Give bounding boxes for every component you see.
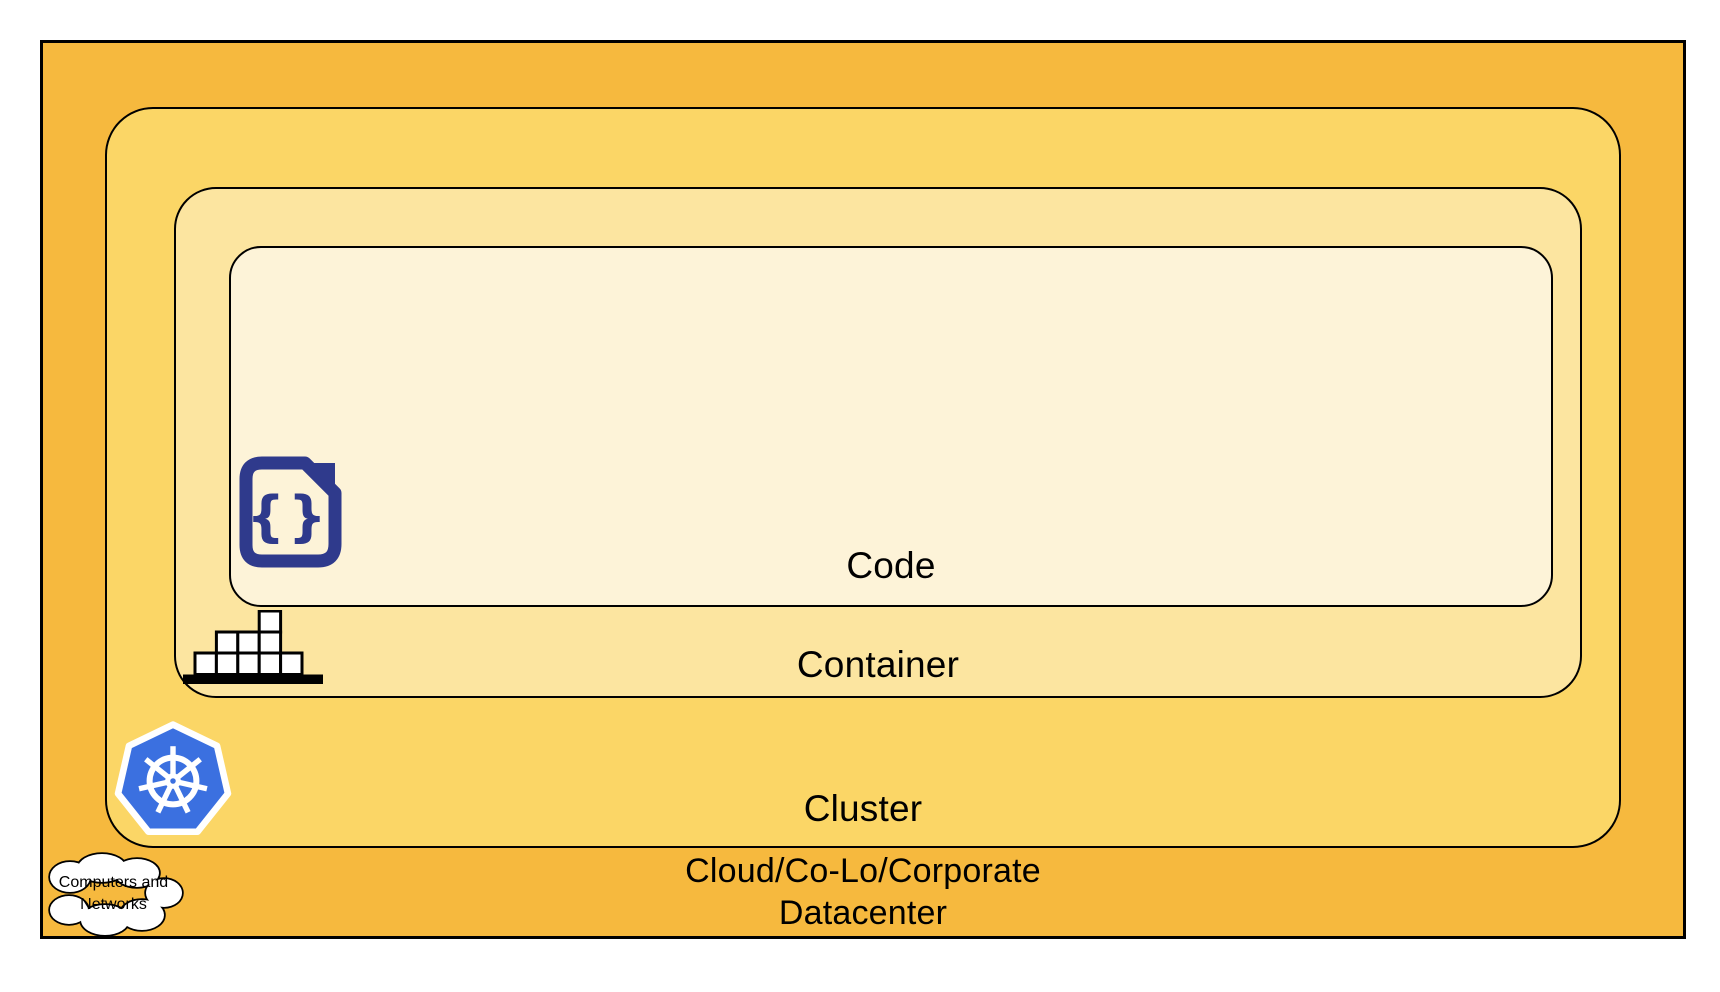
code-file-outline: [239, 456, 342, 568]
container-base-bar: [183, 674, 323, 684]
cloud-fill-cover: [50, 854, 182, 935]
code-file-braces: {}: [247, 485, 330, 548]
cloud-callout-line2: Networks: [80, 895, 147, 913]
computers-networks-cloud: Computers and Networks: [42, 851, 185, 939]
kubernetes-hub-dot: [170, 778, 176, 784]
cluster-label: Cluster: [803, 788, 923, 829]
datacenter-label-line2: Datacenter: [778, 893, 948, 932]
cloud-callout-line1: Computers and: [58, 874, 169, 891]
cloud-callout-text: Computers and Networks: [42, 872, 185, 915]
layer-code: Code: [229, 246, 1553, 607]
layer-container: Code Container: [174, 187, 1582, 698]
container-label: Container: [796, 644, 960, 685]
datacenter-label-line1: Cloud/Co-Lo/Corporate: [685, 852, 1041, 891]
container-blocks: [193, 610, 304, 676]
code-file-fold: [305, 463, 335, 493]
layer-datacenter: Code Container Cluster Cloud/Co-Lo/Corpo…: [40, 40, 1686, 939]
datacenter-label: Cloud/Co-Lo/Corporate Datacenter: [43, 851, 1683, 934]
container-blocks-icon: [183, 610, 323, 684]
kubernetes-logo-icon: [113, 710, 233, 846]
layer-cluster: Code Container Cluster: [105, 107, 1621, 848]
code-file-icon: {}: [238, 455, 343, 569]
code-label: Code: [846, 545, 936, 586]
